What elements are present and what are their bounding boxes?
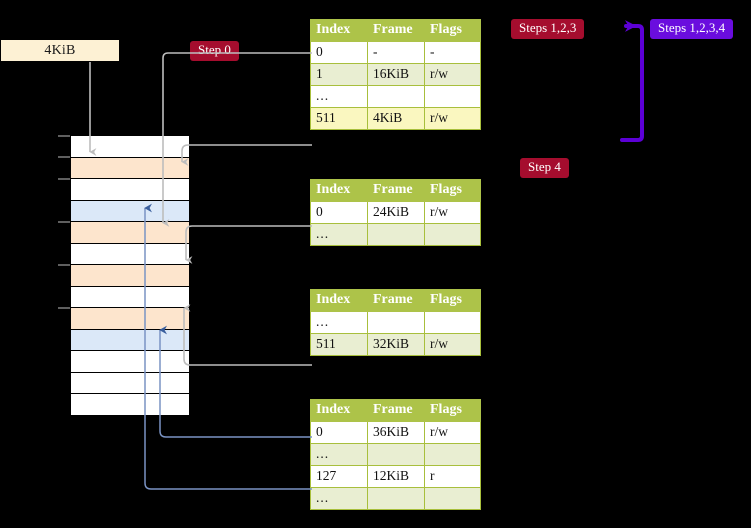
cell-index: ... <box>310 311 368 334</box>
page-size-legend-box: 4KiB <box>0 39 120 62</box>
table-row: ... <box>310 223 481 246</box>
memory-frame-row <box>71 394 189 416</box>
column-header-frame: Frame <box>367 179 425 202</box>
cell-flags <box>424 223 481 246</box>
badge-step-4: Step 4 <box>520 158 569 178</box>
page-table-level-2: Index Frame Flags ... 511 32KiB r/w <box>310 289 481 356</box>
cell-flags: - <box>424 41 481 64</box>
memory-frame-row <box>71 329 189 351</box>
cell-flags: r/w <box>424 201 481 224</box>
cell-index: 1 <box>310 63 368 86</box>
cell-flags: r/w <box>424 333 481 356</box>
column-header-frame: Frame <box>367 399 425 422</box>
column-header-flags: Flags <box>424 289 481 312</box>
column-header-index: Index <box>310 399 368 422</box>
column-header-frame: Frame <box>367 19 425 42</box>
badge-steps-1-2-3: Steps 1,2,3 <box>511 19 585 39</box>
cell-index: 127 <box>310 465 368 488</box>
memory-column-tick-marks <box>58 135 70 309</box>
cell-index: ... <box>310 85 368 108</box>
cell-frame <box>367 487 425 510</box>
cell-frame: 4KiB <box>367 107 425 130</box>
cell-index: 0 <box>310 421 368 444</box>
table-row: 1 16KiB r/w <box>310 63 481 86</box>
memory-frame-row <box>71 243 189 265</box>
connector-l4-row511-to-memory <box>181 144 312 166</box>
cell-flags: r/w <box>424 421 481 444</box>
cell-flags: r/w <box>424 63 481 86</box>
column-header-index: Index <box>310 289 368 312</box>
table-header-row: Index Frame Flags <box>310 289 481 312</box>
table-row: 0 36KiB r/w <box>310 421 481 444</box>
memory-frame-row <box>71 308 189 330</box>
cell-index: ... <box>310 223 368 246</box>
memory-frame-row <box>71 200 189 222</box>
memory-frame-row <box>71 157 189 179</box>
table-row: ... <box>310 443 481 466</box>
cell-index: ... <box>310 443 368 466</box>
cell-frame <box>367 223 425 246</box>
column-header-frame: Frame <box>367 289 425 312</box>
cell-frame <box>367 85 425 108</box>
page-table-level-3: Index Frame Flags 0 24KiB r/w ... <box>310 179 481 246</box>
cell-frame: 32KiB <box>367 333 425 356</box>
connector-l3-row0-to-memory <box>185 225 312 264</box>
badge-steps-1-2-3-4: Steps 1,2,3,4 <box>650 19 734 39</box>
badge-step-0: Step 0 <box>190 41 239 61</box>
cell-flags: r <box>424 465 481 488</box>
column-header-flags: Flags <box>424 19 481 42</box>
table-header-row: Index Frame Flags <box>310 399 481 422</box>
page-table-level-1: Index Frame Flags 0 36KiB r/w ... 127 12… <box>310 399 481 510</box>
cell-index: 0 <box>310 41 368 64</box>
page-table-level-4: Index Frame Flags 0 - - 1 16KiB r/w ... <box>310 19 481 130</box>
table-row: 127 12KiB r <box>310 465 481 488</box>
table-row: 511 4KiB r/w <box>310 107 481 130</box>
memory-frame-row <box>71 286 189 308</box>
cell-flags: r/w <box>424 107 481 130</box>
memory-frame-row <box>71 351 189 373</box>
physical-memory-column <box>70 135 190 416</box>
cell-flags <box>424 487 481 510</box>
cell-index: 0 <box>310 201 368 224</box>
memory-frame-row <box>71 222 189 244</box>
cell-frame: 16KiB <box>367 63 425 86</box>
cell-index: 511 <box>310 333 368 356</box>
column-header-index: Index <box>310 179 368 202</box>
cell-frame <box>367 443 425 466</box>
steps-1234-purple-arrow <box>620 20 644 142</box>
table-row: ... <box>310 311 481 334</box>
cell-flags <box>424 311 481 334</box>
table-header-row: Index Frame Flags <box>310 179 481 202</box>
table-row: ... <box>310 487 481 510</box>
connector-l2-row511-to-memory <box>183 304 312 366</box>
memory-frame-row <box>71 136 189 158</box>
memory-frame-row <box>71 372 189 394</box>
cell-index: ... <box>310 487 368 510</box>
cell-frame <box>367 311 425 334</box>
table-row: 0 - - <box>310 41 481 64</box>
table-header-row: Index Frame Flags <box>310 19 481 42</box>
memory-frame-row <box>71 265 189 287</box>
cell-frame: 36KiB <box>367 421 425 444</box>
cell-flags <box>424 443 481 466</box>
table-row: 0 24KiB r/w <box>310 201 481 224</box>
cell-index: 511 <box>310 107 368 130</box>
column-header-index: Index <box>310 19 368 42</box>
cell-flags <box>424 85 481 108</box>
column-header-flags: Flags <box>424 179 481 202</box>
table-row: 511 32KiB r/w <box>310 333 481 356</box>
cell-frame: 24KiB <box>367 201 425 224</box>
cell-frame: 12KiB <box>367 465 425 488</box>
column-header-flags: Flags <box>424 399 481 422</box>
memory-frame-row <box>71 179 189 201</box>
cell-frame: - <box>367 41 425 64</box>
table-row: ... <box>310 85 481 108</box>
